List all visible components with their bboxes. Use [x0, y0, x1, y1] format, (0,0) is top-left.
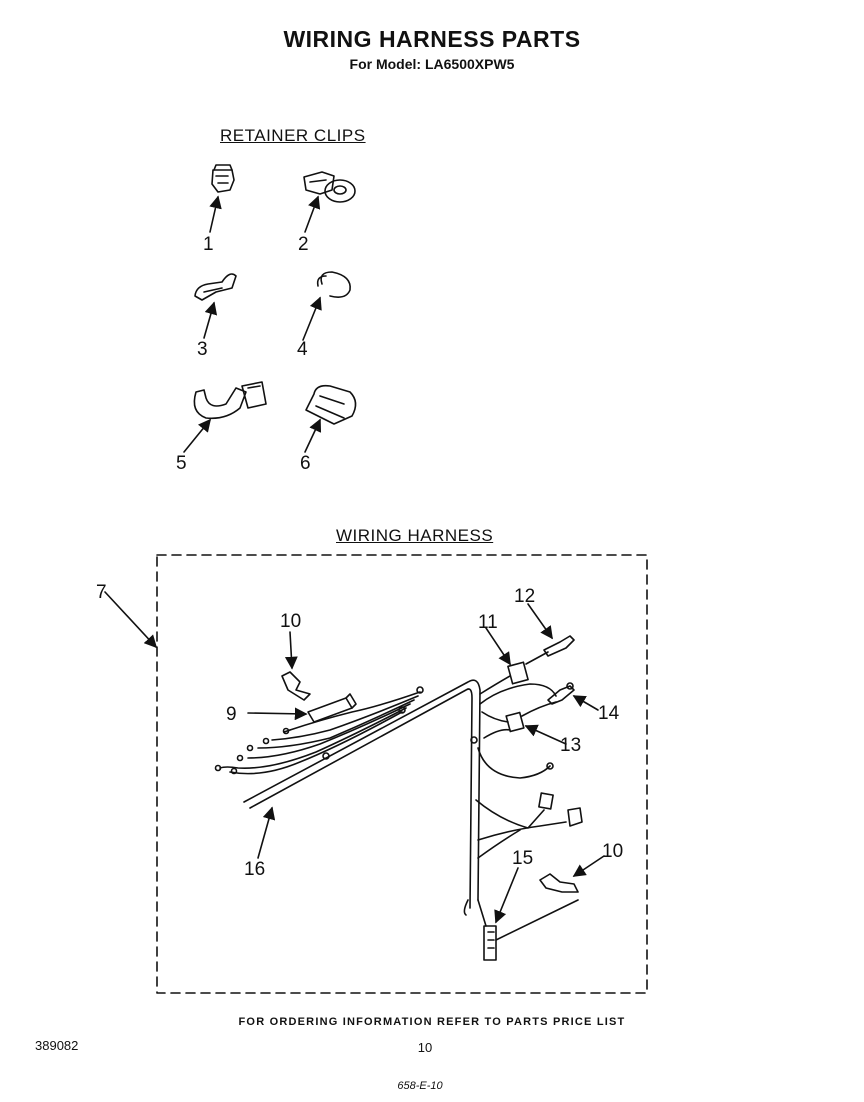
callout-label-12: 12: [514, 586, 535, 607]
page-title: WIRING HARNESS PARTS: [283, 26, 581, 52]
callout-arrow-4: [302, 296, 322, 341]
callout-label-7: 7: [96, 582, 107, 603]
page-number: 10: [417, 1040, 433, 1055]
callout-arrow-1: [209, 195, 222, 233]
callout-label-10-top: 10: [280, 611, 301, 632]
callout-label-4: 4: [297, 339, 308, 360]
callout-label-14: 14: [598, 703, 620, 724]
callout-arrow-2: [304, 195, 321, 233]
terminal-14: [547, 682, 575, 705]
ordering-info-footer: FOR ORDERING INFORMATION REFER TO PARTS …: [238, 1016, 626, 1028]
connector-11: [479, 651, 549, 695]
retainer-clip-2: [303, 171, 356, 203]
callout-label-5: 5: [176, 453, 187, 474]
callout-label-10-bottom: 10: [602, 841, 623, 862]
callout-label-2: 2: [298, 234, 309, 255]
left-wire-fan: [214, 691, 421, 775]
callout-arrow-10-top: [284, 631, 298, 670]
callout-arrow-14: [572, 695, 599, 711]
callout-label-11: 11: [478, 612, 498, 633]
connector-block-9: [307, 693, 357, 723]
connector-13: [479, 683, 557, 739]
callout-label-9: 9: [226, 704, 237, 725]
callout-label-3: 3: [197, 339, 208, 360]
callout-label-15: 15: [512, 848, 533, 869]
retainer-clip-6: [305, 384, 357, 425]
retainer-clip-4: [316, 271, 351, 298]
document-number: 389082: [35, 1038, 79, 1053]
callout-arrow-6: [304, 418, 322, 453]
terminal-10-top: [281, 671, 311, 701]
callout-arrow-11: [485, 627, 511, 666]
callout-arrow-3: [203, 301, 218, 339]
callout-label-1: 1: [203, 234, 214, 255]
model-subtitle: For Model: LA6500XPW5: [349, 56, 515, 72]
terminal-10-bottom: [539, 873, 579, 893]
callout-arrow-5: [183, 418, 212, 453]
harness-trunk: [243, 679, 481, 916]
terminal-12: [543, 635, 575, 657]
callout-label-6: 6: [300, 453, 311, 474]
callout-arrow-16: [257, 806, 276, 859]
retainer-clip-1: [211, 164, 235, 193]
callout-arrow-15: [494, 867, 519, 924]
connector-15: [477, 899, 579, 961]
callout-label-13: 13: [560, 735, 581, 756]
callout-arrow-12: [527, 603, 553, 640]
callout-arrow-7: [104, 591, 158, 649]
retainer-clip-3: [194, 273, 237, 301]
wiring-harness-heading: WIRING HARNESS: [336, 526, 494, 545]
callout-label-16: 16: [244, 859, 265, 880]
callout-arrow-9: [247, 707, 308, 721]
lower-right-wires: [475, 747, 583, 859]
callout-arrow-13: [524, 724, 567, 745]
retainer-clips-heading: RETAINER CLIPS: [220, 126, 366, 145]
handwritten-code: 658-E-10: [397, 1080, 443, 1092]
harness-border: [156, 554, 648, 994]
retainer-clip-5: [193, 381, 267, 420]
callout-arrow-10-bottom: [572, 855, 605, 877]
